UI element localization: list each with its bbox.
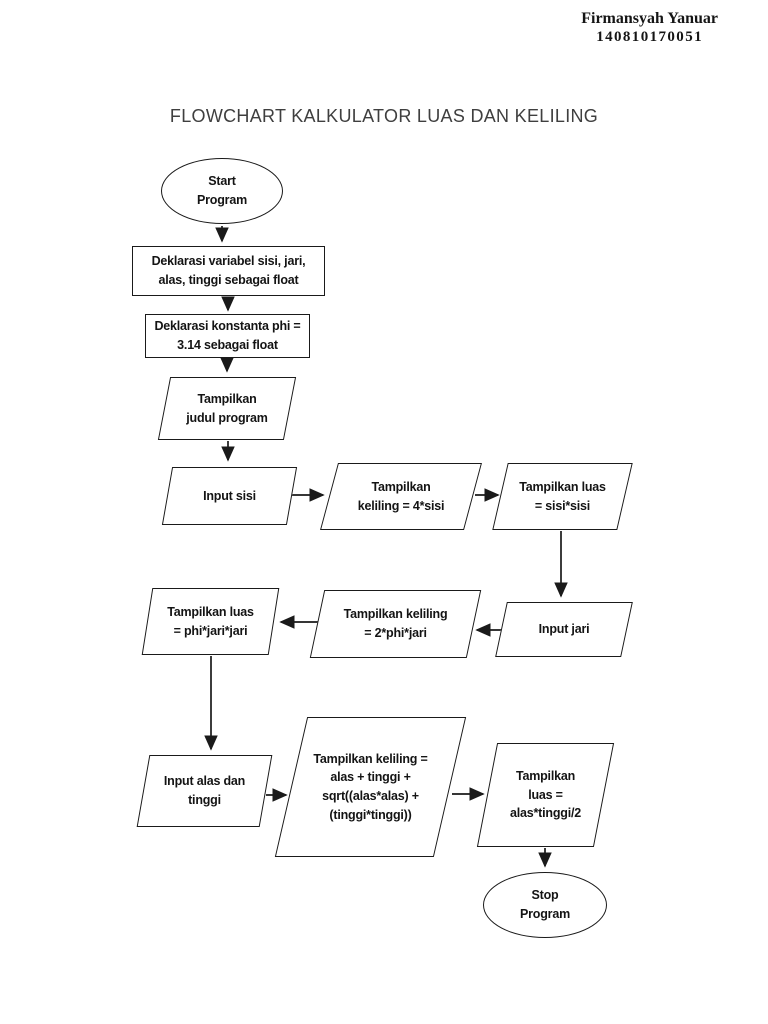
node-show-luas-segitiga: Tampilkan luas = alas*tinggi/2 [476,743,615,847]
node-label: Tampilkan luas = alas*tinggi/2 [509,768,582,821]
node-label: Tampilkan keliling = 4*sisi [357,479,445,513]
node-label: Tampilkan luas = phi*jari*jari [167,604,254,638]
node-label: Deklarasi variabel sisi, jari, alas, tin… [151,254,306,287]
node-declare-variables: Deklarasi variabel sisi, jari, alas, tin… [132,246,325,296]
node-input-sisi: Input sisi [161,467,298,525]
node-label: Input alas dan tinggi [163,774,246,807]
node-stop: Stop Program [483,872,607,938]
author-block: Firmansyah Yanuar 140810170051 [581,10,718,46]
node-label: Start Program [196,174,247,207]
node-label: Input jari [538,622,590,637]
node-show-keliling-segitiga: Tampilkan keliling = alas + tinggi + sqr… [274,717,467,857]
terminator-shape [161,158,283,224]
node-input-alas-tinggi: Input alas dan tinggi [136,755,273,827]
rectangle-shape [132,246,325,296]
node-declare-constant: Deklarasi konstanta phi = 3.14 sebagai f… [145,314,310,358]
node-show-keliling-lingkaran: Tampilkan keliling = 2*phi*jari [309,590,482,658]
rectangle-shape [145,314,310,358]
node-show-luas-lingkaran: Tampilkan luas = phi*jari*jari [141,588,280,655]
author-id: 140810170051 [596,29,704,46]
node-input-jari: Input jari [495,602,633,657]
node-label: Input sisi [203,488,256,503]
node-start: Start Program [161,158,283,224]
node-label: Tampilkan luas = sisi*sisi [519,479,606,513]
terminator-shape [483,872,607,938]
node-show-keliling-persegi: Tampilkan keliling = 4*sisi [320,463,482,530]
node-label: Deklarasi konstanta phi = 3.14 sebagai f… [154,319,301,352]
node-label: Tampilkan keliling = alas + tinggi + sqr… [313,751,428,822]
node-label: Stop Program [519,888,570,921]
node-show-title: Tampilkan judul program [157,377,297,440]
page-title: FLOWCHART KALKULATOR LUAS DAN KELILING [169,106,599,126]
node-label: Tampilkan keliling = 2*phi*jari [343,607,448,640]
author-name: Firmansyah Yanuar [581,10,718,27]
node-show-luas-persegi: Tampilkan luas = sisi*sisi [492,463,633,530]
node-label: Tampilkan judul program [186,391,268,425]
